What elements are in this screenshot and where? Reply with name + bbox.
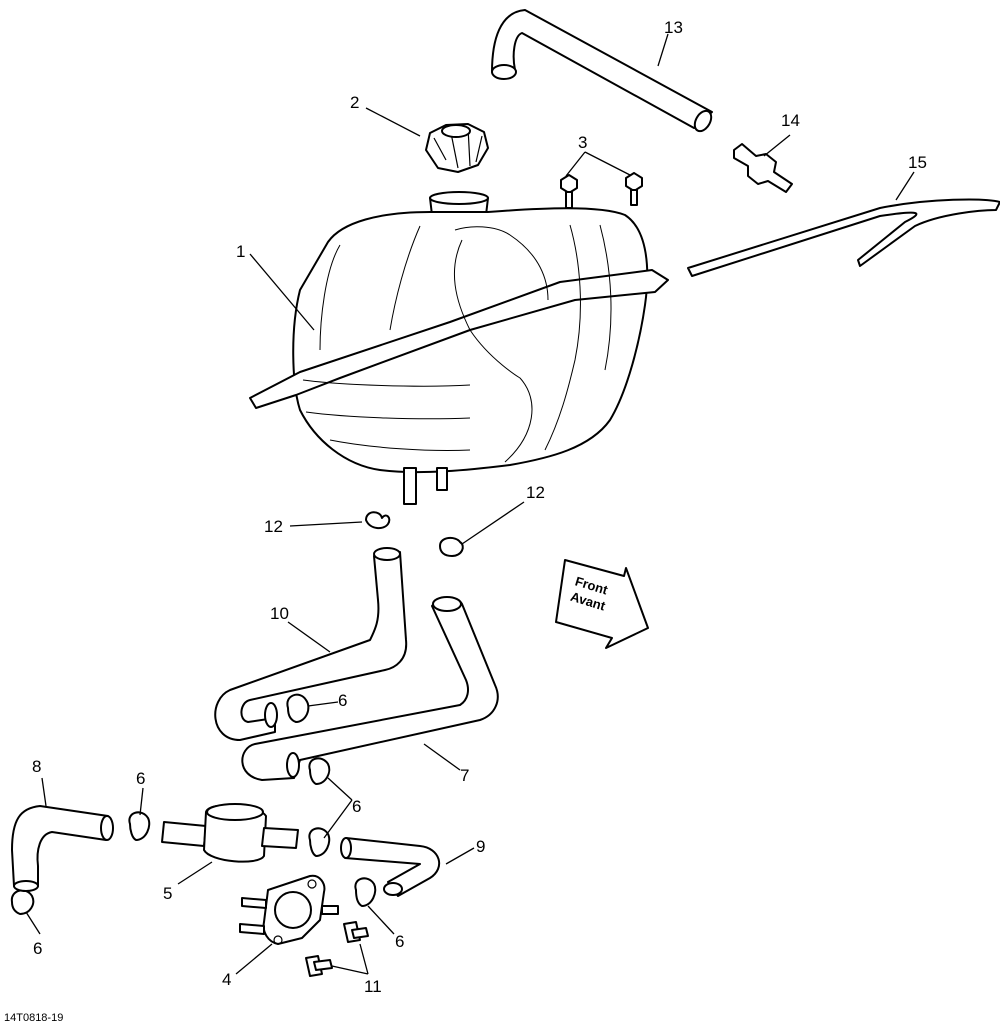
part-3-bolts xyxy=(560,172,643,209)
part-14-fitting xyxy=(733,143,793,193)
part-2-fuel-cap xyxy=(425,123,489,173)
callout-12-left: 12 xyxy=(264,517,283,536)
callout-14: 14 xyxy=(781,111,800,130)
part-15-seal-strip xyxy=(687,198,1000,277)
callout-11: 11 xyxy=(364,977,382,996)
callout-6-bottom-right: 6 xyxy=(395,932,404,951)
callout-6-left-hose: 6 xyxy=(136,769,145,788)
part-1-fuel-tank xyxy=(249,191,669,505)
callout-9: 9 xyxy=(476,837,485,856)
callout-4: 4 xyxy=(222,970,231,989)
part-11-screws xyxy=(305,921,369,977)
callout-10: 10 xyxy=(270,604,289,623)
callout-numbers: 2 13 3 14 15 1 12 12 10 6 7 8 6 6 9 5 6 … xyxy=(32,18,927,996)
callout-5: 5 xyxy=(163,884,172,903)
callout-6-bottom-left: 6 xyxy=(33,939,42,958)
part-7-hose xyxy=(241,596,499,781)
callout-12-right: 12 xyxy=(526,483,545,502)
callout-7: 7 xyxy=(460,766,469,785)
part-5-fuel-filter xyxy=(161,803,299,863)
callout-15: 15 xyxy=(908,153,927,172)
part-9-hose xyxy=(340,837,441,897)
callout-13: 13 xyxy=(664,18,683,37)
callout-8: 8 xyxy=(32,757,41,776)
leader-lines xyxy=(25,33,915,975)
part-6-clamps xyxy=(10,693,377,915)
callout-6-upper: 6 xyxy=(338,691,347,710)
figure-id: 14T0818-19 xyxy=(4,1012,63,1024)
part-12-clamps xyxy=(365,511,464,557)
callout-6-middle: 6 xyxy=(352,797,361,816)
front-direction-arrow: Front Avant xyxy=(555,559,649,649)
callout-1: 1 xyxy=(236,242,245,261)
part-13-hose xyxy=(491,9,713,133)
part-8-hose xyxy=(11,805,114,892)
part-10-hose xyxy=(214,547,408,741)
part-4-fuel-valve xyxy=(239,874,339,945)
callout-3: 3 xyxy=(578,133,587,152)
callout-2: 2 xyxy=(350,93,359,112)
